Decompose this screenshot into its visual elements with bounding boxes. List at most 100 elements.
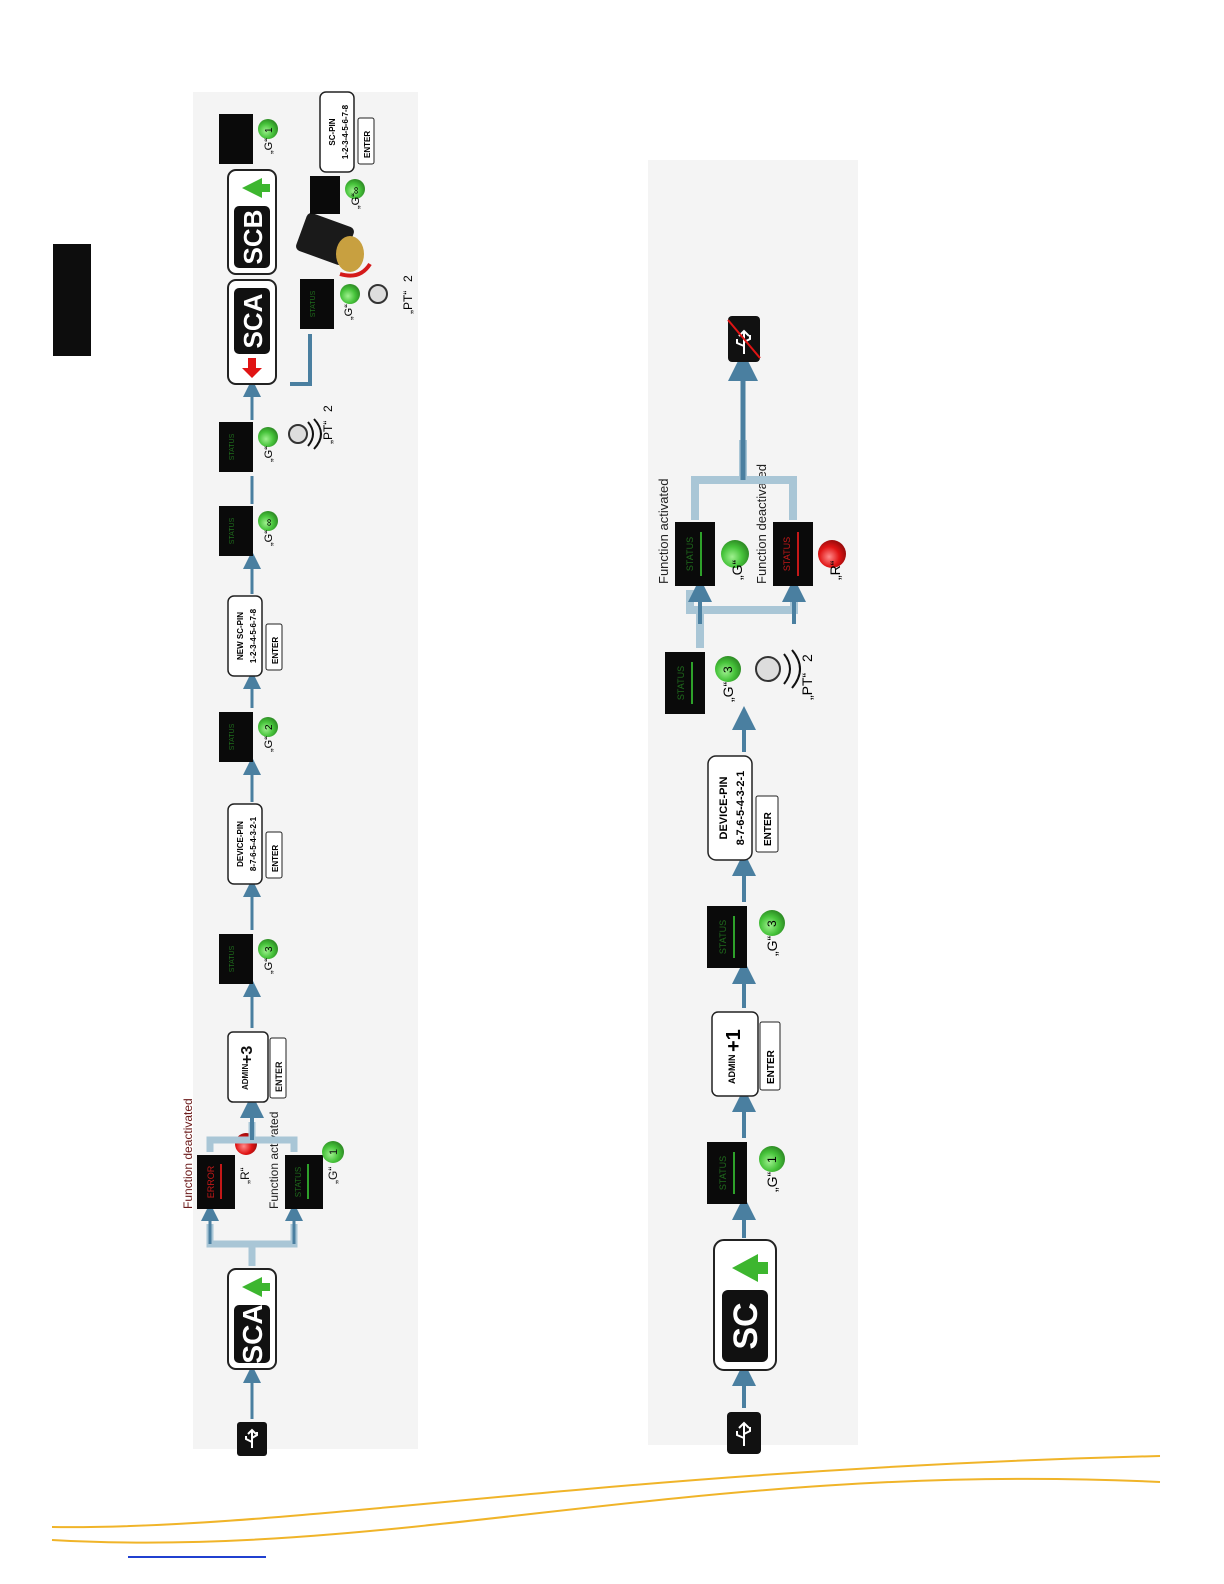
svg-text:STATUS: STATUS [229, 945, 236, 972]
svg-text:„R“: „R“ [238, 1167, 252, 1184]
svg-text:DEVICE-PIN: DEVICE-PIN [718, 776, 730, 839]
svg-text:STATUS: STATUS [685, 537, 695, 571]
status-g1: STATUS 1 „G“ Function activated [267, 1112, 344, 1209]
new-sc-pin-entry: NEW SC-PIN 1-2-3-4-5-6-7-8 ENTER [227, 595, 283, 677]
sc-pin-entry: SC-PIN 1-2-3-4-5-6-7-8 ENTER [319, 91, 375, 173]
status-g2: STATUS 2 „G“ [219, 712, 278, 762]
svg-text:„G“: „G“ [263, 530, 275, 546]
svg-text:∞: ∞ [351, 187, 362, 194]
svg-text:„G“: „G“ [343, 304, 355, 320]
usb-disabled-icon [727, 316, 761, 362]
svg-text:1: 1 [264, 127, 275, 133]
status-g-pt: STATUS „G“ „PT“ 2 [219, 405, 335, 472]
svg-text:ENTER: ENTER [271, 845, 280, 872]
arrow-up-green-icon [242, 1277, 270, 1297]
svg-text:ADMIN: ADMIN [241, 1064, 250, 1090]
svg-text:8-7-6-5-4-3-2-1: 8-7-6-5-4-3-2-1 [249, 816, 258, 871]
status-g-pt-2: STATUS „G“ „PT“ 2 [300, 275, 415, 329]
svg-text:„G“: „G“ [263, 138, 275, 154]
upper-flow: SCA ERROR „R“ Function deactivated STATU… [181, 91, 415, 1456]
svg-text:STATUS: STATUS [294, 1167, 303, 1197]
lower-flow: SC STATUS 1 „G“ ADMIN +1 ENTER [656, 316, 846, 1454]
status-g3-lower: STATUS 3 „G“ [707, 906, 785, 968]
decorative-curve-1 [51, 1455, 1161, 1529]
svg-text:STATUS: STATUS [229, 723, 236, 750]
svg-text:„G“: „G“ [764, 935, 780, 956]
status-deactivated-lower: STATUS „R“ Function deactivated [754, 464, 846, 586]
svg-text:ADMIN: ADMIN [727, 1055, 737, 1085]
function-deactivated-label: Function deactivated [181, 1098, 195, 1209]
sca-button-up: SCA [227, 1268, 277, 1370]
svg-text:Function deactivated: Function deactivated [754, 464, 769, 584]
status-g1-end: 1 „G“ [219, 114, 278, 164]
svg-text:2: 2 [799, 654, 815, 662]
svg-text:„G“: „G“ [729, 559, 745, 580]
svg-text:STATUS: STATUS [718, 920, 728, 954]
svg-text:„PT“: „PT“ [321, 421, 335, 444]
sca-scb-button: SCA SCB [227, 169, 277, 385]
svg-text:1: 1 [765, 1156, 779, 1163]
speaker-icon-2 [755, 656, 781, 682]
svg-text:2: 2 [321, 405, 335, 412]
speaker-icon [288, 418, 322, 450]
svg-text:„G“: „G“ [350, 193, 362, 209]
usb-icon [237, 1422, 267, 1456]
device-pin-entry-lower: DEVICE-PIN 8-7-6-5-4-3-2-1 ENTER [707, 755, 779, 861]
svg-text:„G“: „G“ [263, 958, 275, 974]
svg-text:ERROR: ERROR [206, 1165, 216, 1198]
svg-text:2: 2 [401, 275, 415, 282]
svg-text:STATUS: STATUS [229, 517, 236, 544]
svg-text:„PT“: „PT“ [799, 672, 815, 700]
admin-plus3-key: ADMIN +3 ENTER [227, 1031, 287, 1103]
svg-text:SCA: SCA [238, 293, 268, 348]
status-g1-lower: STATUS 1 „G“ [707, 1142, 785, 1204]
svg-text:ENTER: ENTER [763, 811, 774, 846]
status-g3-pt-lower: STATUS 3 „G“ „PT“ 2 [665, 649, 815, 714]
status-g3: STATUS 3 „G“ [219, 934, 278, 984]
status-g-inf-2: ∞ „G“ [310, 176, 365, 214]
svg-text:DEVICE-PIN: DEVICE-PIN [236, 821, 245, 867]
svg-text:„G“: „G“ [263, 446, 275, 462]
admin-plus1-key: ADMIN +1 ENTER [711, 1011, 781, 1097]
sc-button: SC [713, 1239, 777, 1371]
svg-text:SCB: SCB [238, 210, 268, 265]
svg-text:„G“: „G“ [764, 1171, 780, 1192]
svg-text:1: 1 [328, 1149, 340, 1155]
svg-text:STATUS: STATUS [782, 537, 792, 571]
svg-text:ENTER: ENTER [274, 1061, 284, 1092]
error-display: ERROR „R“ Function deactivated [181, 1098, 257, 1209]
svg-text:„R“: „R“ [827, 560, 843, 580]
svg-text:3: 3 [264, 946, 275, 952]
svg-text:+1: +1 [723, 1029, 745, 1052]
svg-text:1-2-3-4-5-6-7-8: 1-2-3-4-5-6-7-8 [249, 608, 258, 663]
device-pin-entry: DEVICE-PIN 8-7-6-5-4-3-2-1 ENTER [227, 803, 283, 885]
decorative-curve-2 [51, 1477, 1161, 1544]
svg-text:3: 3 [765, 920, 779, 927]
svg-text:„G“: „G“ [326, 1167, 340, 1184]
svg-text:2: 2 [264, 724, 275, 730]
svg-text:STATUS: STATUS [676, 666, 686, 700]
svg-text:„PT“: „PT“ [401, 291, 415, 314]
function-activated-label: Function activated [267, 1112, 281, 1209]
status-activated-lower: STATUS „G“ Function activated [656, 478, 749, 586]
svg-text:ENTER: ENTER [363, 131, 372, 158]
svg-text:ENTER: ENTER [271, 637, 280, 664]
svg-text:8-7-6-5-4-3-2-1: 8-7-6-5-4-3-2-1 [735, 771, 747, 846]
status-g-inf: STATUS ∞ „G“ [219, 506, 278, 556]
hand-card-icon [296, 213, 372, 278]
svg-text:SC-PIN: SC-PIN [328, 118, 337, 145]
svg-text:SC: SC [727, 1302, 765, 1349]
svg-text:∞: ∞ [264, 519, 275, 526]
svg-text:„G“: „G“ [263, 736, 275, 752]
svg-text:NEW SC-PIN: NEW SC-PIN [236, 612, 245, 660]
section-tab [53, 244, 91, 356]
arrow-down-red-icon [242, 358, 262, 378]
svg-text:Function activated: Function activated [656, 478, 671, 584]
svg-text:STATUS: STATUS [718, 1156, 728, 1190]
sca-label: SCA [237, 1304, 268, 1363]
svg-text:3: 3 [721, 666, 735, 673]
svg-text:ENTER: ENTER [766, 1049, 777, 1084]
svg-text:+3: +3 [239, 1046, 256, 1064]
usb-icon-2 [727, 1412, 761, 1454]
